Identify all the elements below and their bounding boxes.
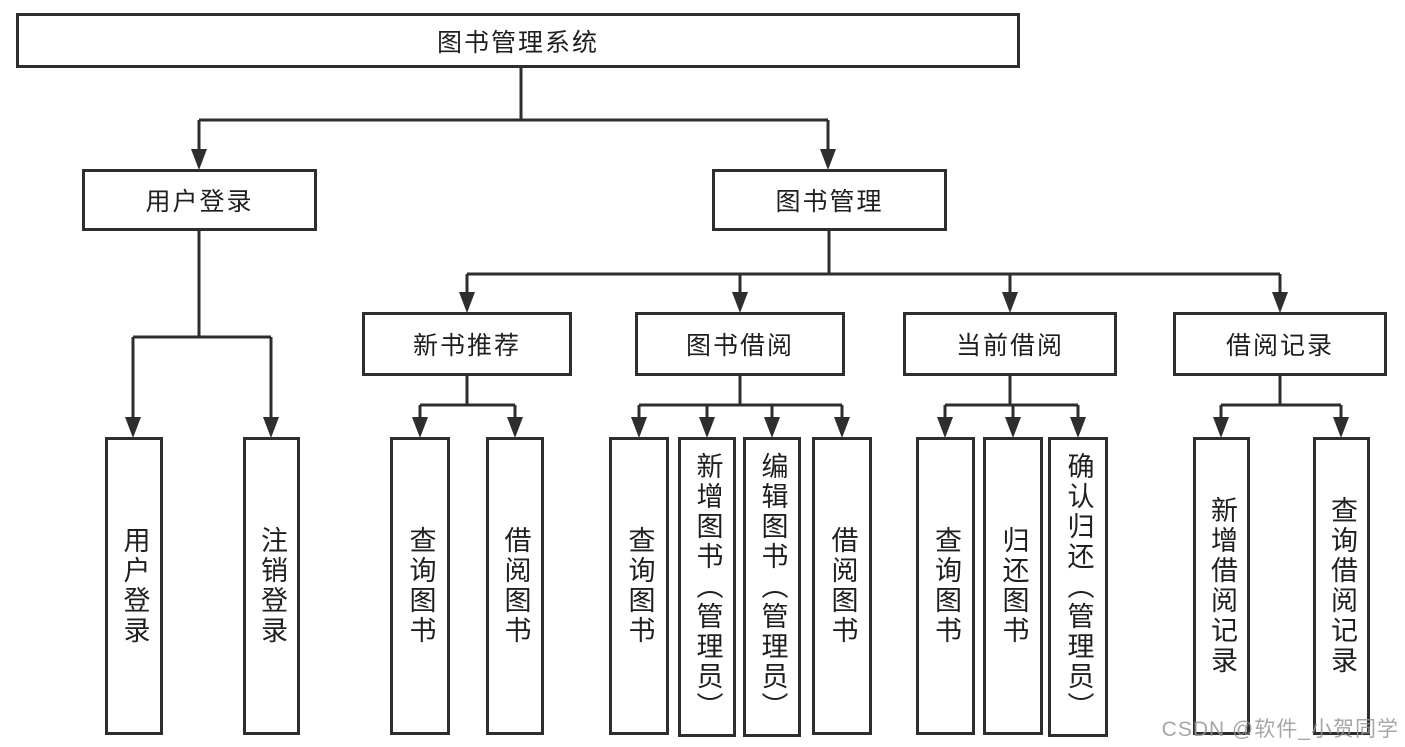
node-borrow-records: 借阅记录 xyxy=(1173,312,1387,376)
leaf-query-books-1: 查询图书 xyxy=(390,437,450,735)
arrowhead-add-book xyxy=(699,417,715,438)
leaf-borrow-books-1: 借阅图书 xyxy=(486,437,544,735)
connector-book-borrow-leaves xyxy=(639,376,842,407)
leaf-query-books-3: 查询图书 xyxy=(916,437,975,735)
leaf-add-borrow-record: 新增借阅记录 xyxy=(1193,437,1250,735)
node-book-management: 图书管理 xyxy=(712,169,947,231)
leaf-logout-label: 注销登录 xyxy=(257,526,287,646)
leaf-borrow-books-2: 借阅图书 xyxy=(812,437,872,735)
leaf-query-books-3-label: 查询图书 xyxy=(931,526,961,646)
arrowhead-leaf-user-login xyxy=(125,417,141,438)
leaf-query-books-2: 查询图书 xyxy=(609,437,669,735)
leaf-confirm-return-admin: 确认归还（管理员） xyxy=(1048,437,1108,737)
arrowhead-book-borrow xyxy=(732,292,748,313)
arrowhead-add-borrow-record xyxy=(1213,417,1229,438)
arrowhead-borrow-books-2 xyxy=(834,417,850,438)
leaf-add-borrow-record-label: 新增借阅记录 xyxy=(1207,496,1237,676)
node-root: 图书管理系统 xyxy=(16,13,1020,68)
csdn-watermark: CSDN @软件_小贺同学 xyxy=(1161,718,1399,741)
arrowhead-borrow-records xyxy=(1272,292,1288,313)
node-current-borrow-label: 当前借阅 xyxy=(955,332,1064,360)
leaf-borrow-books-2-label: 借阅图书 xyxy=(827,526,858,646)
connector-level3 xyxy=(467,231,1280,276)
leaf-query-borrow-record-label: 查询借阅记录 xyxy=(1327,496,1357,676)
node-new-book-recommend-label: 新书推荐 xyxy=(412,332,521,360)
node-book-borrow-label: 图书借阅 xyxy=(685,332,794,360)
arrowhead-leaf-logout xyxy=(263,417,279,438)
arrowhead-query-books-2 xyxy=(631,417,647,438)
leaf-query-books-2-label: 查询图书 xyxy=(624,526,655,646)
node-root-label: 图书管理系统 xyxy=(436,28,599,57)
arrowhead-current-borrow xyxy=(1002,292,1018,313)
arrowhead-query-books-1 xyxy=(412,417,428,438)
node-user-login-branch-label: 用户登录 xyxy=(145,188,254,216)
node-current-borrow: 当前借阅 xyxy=(903,312,1117,376)
leaf-query-borrow-record: 查询借阅记录 xyxy=(1313,437,1370,735)
leaf-return-book: 归还图书 xyxy=(983,437,1043,735)
arrowhead-query-borrow-record xyxy=(1333,417,1349,438)
leaf-user-login: 用户登录 xyxy=(105,437,163,735)
node-book-borrow: 图书借阅 xyxy=(635,312,845,376)
node-new-book-recommend: 新书推荐 xyxy=(362,312,572,376)
arrowhead-user-login xyxy=(191,149,207,170)
leaf-confirm-return-admin-label: 确认归还（管理员） xyxy=(1063,452,1094,722)
node-book-management-label: 图书管理 xyxy=(775,188,884,216)
leaf-borrow-books-1-label: 借阅图书 xyxy=(500,526,531,646)
connector-current-borrow-leaves xyxy=(945,376,1078,407)
arrowhead-confirm-return xyxy=(1070,417,1086,438)
connector-borrow-records-leaves xyxy=(1221,376,1341,407)
arrowhead-return-book xyxy=(1005,417,1021,438)
arrowhead-query-books-3 xyxy=(937,417,953,438)
arrowhead-edit-book xyxy=(764,417,780,438)
leaf-edit-book-admin-label: 编辑图书（管理员） xyxy=(757,452,788,722)
node-borrow-records-label: 借阅记录 xyxy=(1225,332,1334,360)
connector-root-level2 xyxy=(199,68,828,122)
arrowhead-new-book-recommend xyxy=(459,292,475,313)
connector-user-login-leaves xyxy=(133,231,271,339)
leaf-return-book-label: 归还图书 xyxy=(998,526,1029,646)
leaf-edit-book-admin: 编辑图书（管理员） xyxy=(743,437,801,737)
leaf-add-book-admin: 新增图书（管理员） xyxy=(678,437,736,737)
arrowhead-book-management xyxy=(820,149,836,170)
connector-new-book-leaves xyxy=(420,376,515,407)
leaf-add-book-admin-label: 新增图书（管理员） xyxy=(692,452,723,722)
leaf-logout: 注销登录 xyxy=(243,437,300,735)
leaf-query-books-1-label: 查询图书 xyxy=(405,526,436,646)
leaf-user-login-label: 用户登录 xyxy=(119,526,150,646)
node-user-login-branch: 用户登录 xyxy=(82,169,317,231)
arrowhead-borrow-books-1 xyxy=(507,417,523,438)
